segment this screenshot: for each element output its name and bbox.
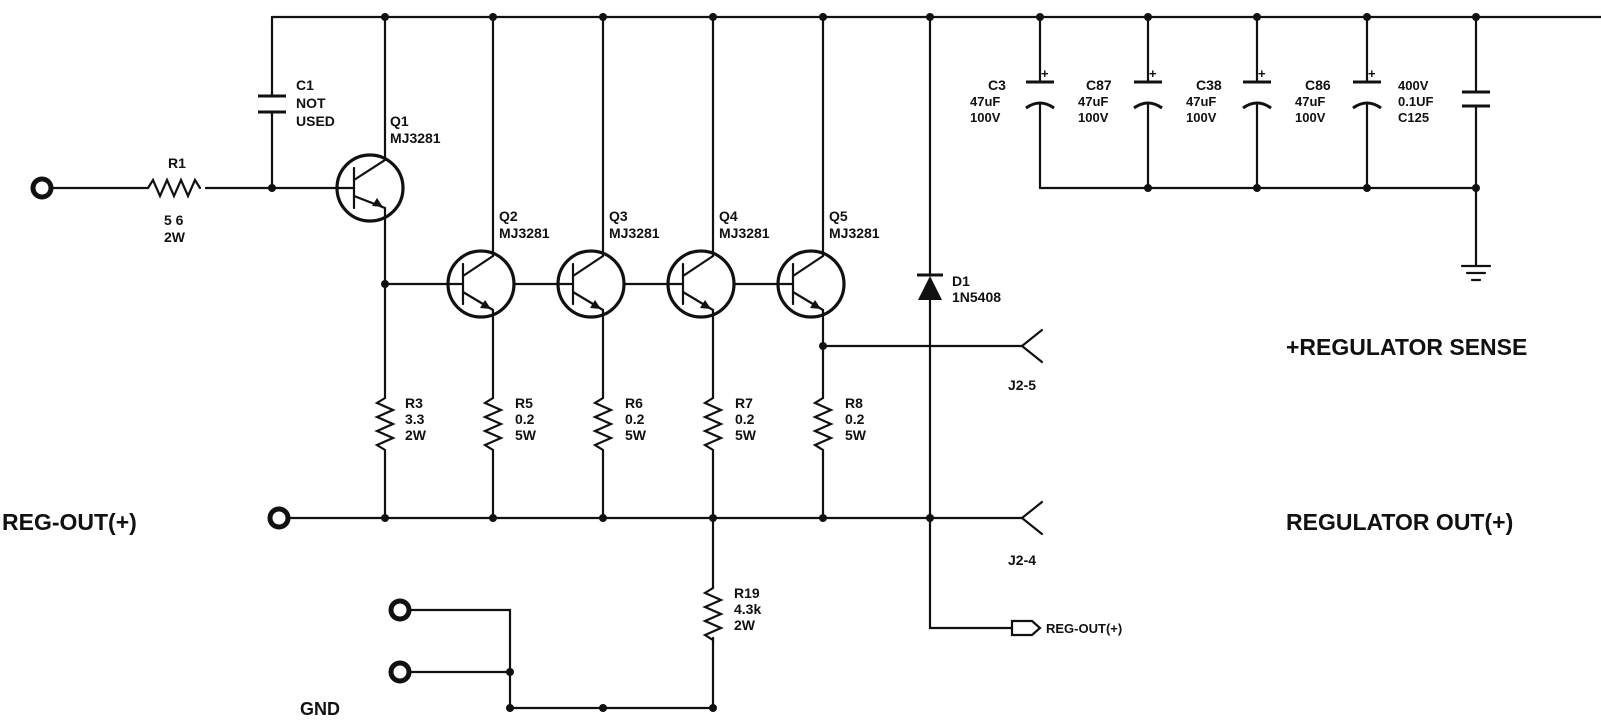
c1-ref: C1	[296, 77, 314, 93]
r7-rating: 5W	[735, 427, 757, 443]
c86-rating: 100V	[1295, 110, 1326, 125]
r1-value: 5 6	[164, 212, 184, 228]
reg-out-terminal	[267, 506, 291, 530]
resistor-r7: R7 0.2 5W	[702, 395, 757, 457]
r5-rating: 5W	[515, 427, 537, 443]
c87-ref: C87	[1086, 77, 1112, 93]
gnd-terminal-2	[388, 660, 412, 684]
r5-value: 0.2	[515, 411, 535, 427]
capacitor-c1: C1 NOT USED	[258, 77, 335, 129]
diode-d1: D1 1N5408	[917, 273, 1001, 305]
c125-value: 0.1UF	[1398, 94, 1433, 109]
r1-ref: R1	[168, 155, 186, 171]
q3-ref: Q3	[609, 208, 628, 224]
r6-rating: 5W	[625, 427, 647, 443]
c1-line2: NOT	[296, 95, 326, 111]
reg-out-offpage-tag: REG-OUT(+)	[1010, 619, 1122, 637]
gnd-terminal-1	[388, 598, 412, 622]
wires	[50, 15, 1601, 710]
r3-value: 3.3	[405, 411, 425, 427]
capacitor-c87: + C87 47uF 100V	[1078, 66, 1163, 125]
r7-ref: R7	[735, 395, 753, 411]
c38-ref: C38	[1196, 77, 1222, 93]
transistor-q5: Q5 MJ3281	[776, 208, 880, 319]
c3-polarity: +	[1041, 66, 1049, 81]
r19-ref: R19	[734, 585, 760, 601]
reg-out-tag-label: REG-OUT(+)	[1046, 621, 1122, 636]
r19-rating: 2W	[734, 617, 756, 633]
regulator-out-label: REGULATOR OUT(+)	[1286, 509, 1513, 535]
q4-part: MJ3281	[719, 225, 770, 241]
d1-part: 1N5408	[952, 289, 1001, 305]
c3-rating: 100V	[970, 110, 1001, 125]
reg-out-left-label: REG-OUT(+)	[2, 509, 137, 535]
ground-icon	[1460, 264, 1492, 282]
capacitor-c3: + C3 47uF 100V	[970, 66, 1055, 125]
q4-ref: Q4	[719, 208, 738, 224]
c125-rating: 400V	[1398, 78, 1429, 93]
c86-value: 47uF	[1295, 94, 1325, 109]
r8-rating: 5W	[845, 427, 867, 443]
c87-value: 47uF	[1078, 94, 1108, 109]
j2-4-label: J2-4	[1008, 552, 1036, 568]
c38-value: 47uF	[1186, 94, 1216, 109]
c125-ref: C125	[1398, 110, 1429, 125]
r3-rating: 2W	[405, 427, 427, 443]
c38-polarity: +	[1258, 66, 1266, 81]
q1-part: MJ3281	[390, 130, 441, 146]
c87-polarity: +	[1149, 66, 1157, 81]
input-terminal	[30, 176, 54, 200]
transistor-q2: Q2 MJ3281	[446, 208, 550, 319]
capacitor-c38: + C38 47uF 100V	[1186, 66, 1272, 125]
capacitor-c125: 400V 0.1UF C125	[1398, 78, 1490, 125]
c86-ref: C86	[1305, 77, 1331, 93]
regulator-sense-label: +REGULATOR SENSE	[1286, 334, 1527, 360]
c1-line3: USED	[296, 113, 335, 129]
connector-j2-5: J2-5	[1008, 328, 1044, 393]
q3-part: MJ3281	[609, 225, 660, 241]
c3-ref: C3	[988, 77, 1006, 93]
c87-rating: 100V	[1078, 110, 1109, 125]
transistor-q4: Q4 MJ3281	[666, 208, 770, 319]
q2-ref: Q2	[499, 208, 518, 224]
resistor-r5: R5 0.2 5W	[482, 395, 537, 457]
r8-value: 0.2	[845, 411, 865, 427]
c86-polarity: +	[1368, 66, 1376, 81]
q5-ref: Q5	[829, 208, 848, 224]
resistor-r1: R1 5 6 2W	[146, 155, 208, 245]
junction-dots	[268, 13, 1480, 712]
r7-value: 0.2	[735, 411, 755, 427]
gnd-label: GND	[300, 699, 340, 719]
capacitor-c86: + C86 47uF 100V	[1295, 66, 1382, 125]
c3-value: 47uF	[970, 94, 1000, 109]
resistor-r6: R6 0.2 5W	[592, 395, 647, 457]
resistor-r19: R19 4.3k 2W	[702, 585, 761, 642]
d1-ref: D1	[952, 273, 970, 289]
c38-rating: 100V	[1186, 110, 1217, 125]
q5-part: MJ3281	[829, 225, 880, 241]
j2-5-label: J2-5	[1008, 377, 1036, 393]
r3-ref: R3	[405, 395, 423, 411]
connector-j2-4: J2-4	[1008, 500, 1044, 568]
q2-part: MJ3281	[499, 225, 550, 241]
transistor-q3: Q3 MJ3281	[556, 208, 660, 319]
r1-rating: 2W	[164, 229, 186, 245]
r19-value: 4.3k	[734, 601, 761, 617]
r6-value: 0.2	[625, 411, 645, 427]
q1-ref: Q1	[390, 113, 409, 129]
resistor-r8: R8 0.2 5W	[812, 395, 867, 457]
r8-ref: R8	[845, 395, 863, 411]
r5-ref: R5	[515, 395, 533, 411]
transistor-q1: Q1 MJ3281	[335, 113, 441, 223]
resistor-r3: R3 3.3 2W	[374, 395, 427, 457]
r6-ref: R6	[625, 395, 643, 411]
